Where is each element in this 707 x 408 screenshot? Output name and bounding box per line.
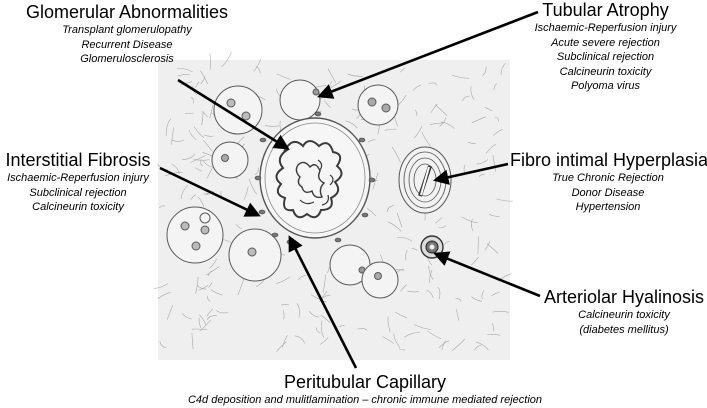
glomerular-item: Transplant glomerulopathy bbox=[62, 24, 192, 36]
glomerulus bbox=[259, 117, 371, 239]
fibro-arrow bbox=[432, 162, 509, 185]
tubule-top bbox=[279, 79, 321, 121]
tubule-bottom-right bbox=[329, 244, 371, 286]
peritubular-label-block: Peritubular Capillary C4d deposition and… bbox=[160, 372, 570, 408]
interstitial-item: Ischaemic-Reperfusion injury bbox=[7, 172, 149, 184]
interstitial-item: Subclinical rejection bbox=[29, 186, 127, 199]
tubule-right-top bbox=[357, 84, 399, 126]
artery bbox=[398, 146, 452, 214]
tubule-top-left bbox=[213, 85, 263, 135]
peritubular-item: C4d deposition and mulitlamination – chr… bbox=[187, 394, 543, 406]
tubule-lower-right bbox=[361, 261, 399, 299]
glomerular-title: Glomerular Abnormalities bbox=[25, 2, 229, 22]
interstitial-arrow bbox=[159, 166, 261, 217]
fibro-label-block: Fibro intimal Hyperplasia True Chronic R… bbox=[510, 150, 707, 215]
tubule-left bbox=[211, 141, 249, 179]
glomerular-tuft bbox=[275, 140, 343, 219]
tubule-bottom-left bbox=[166, 206, 224, 264]
peritubular-title: Peritubular Capillary bbox=[283, 372, 447, 392]
arteriolar-item: Calcineurin toxicity bbox=[578, 309, 670, 321]
arteriolar-arrow bbox=[433, 251, 541, 298]
interstitial-title: Interstitial Fibrosis bbox=[5, 150, 151, 170]
tubular-item: Calcineurin toxicity bbox=[559, 65, 652, 78]
fibro-item: Hypertension bbox=[575, 201, 641, 213]
interstitial-label-block: Interstitial Fibrosis Ischaemic-Reperfus… bbox=[0, 150, 156, 215]
tubular-item: Ischaemic-Reperfusion injury bbox=[534, 22, 677, 34]
tubular-item: Acute severe rejection bbox=[551, 36, 660, 49]
glomerular-arrow bbox=[177, 78, 290, 150]
fibro-item: True Chronic Rejection bbox=[552, 172, 664, 184]
fibro-item: Donor Disease bbox=[571, 186, 645, 199]
fibro-title: Fibro intimal Hyperplasia bbox=[510, 150, 707, 170]
interstitial-item: Calcineurin toxicity bbox=[32, 201, 124, 213]
glomerular-item: Recurrent Disease bbox=[81, 38, 173, 51]
tubular-title: Tubular Atrophy bbox=[542, 0, 669, 20]
tubular-item: Polyoma virus bbox=[570, 80, 641, 92]
tubular-item: Subclinical rejection bbox=[556, 51, 655, 63]
peritubular-arrow bbox=[288, 235, 358, 369]
tubular-arrow bbox=[317, 10, 539, 99]
glomerular-label-block: Glomerular Abnormalities Transplant glom… bbox=[2, 2, 252, 67]
tubular-label-block: Tubular Atrophy Ischaemic-Reperfusion in… bbox=[508, 0, 703, 94]
glomerular-item: Glomerulosclerosis bbox=[80, 53, 174, 65]
arteriolar-label-block: Arteriolar Hyalinosis Calcineurin toxici… bbox=[542, 287, 706, 337]
arteriolar-title: Arteriolar Hyalinosis bbox=[543, 287, 705, 307]
arteriolar-item: (diabetes mellitus) bbox=[579, 323, 669, 336]
tubule-bottom-center bbox=[228, 228, 282, 282]
